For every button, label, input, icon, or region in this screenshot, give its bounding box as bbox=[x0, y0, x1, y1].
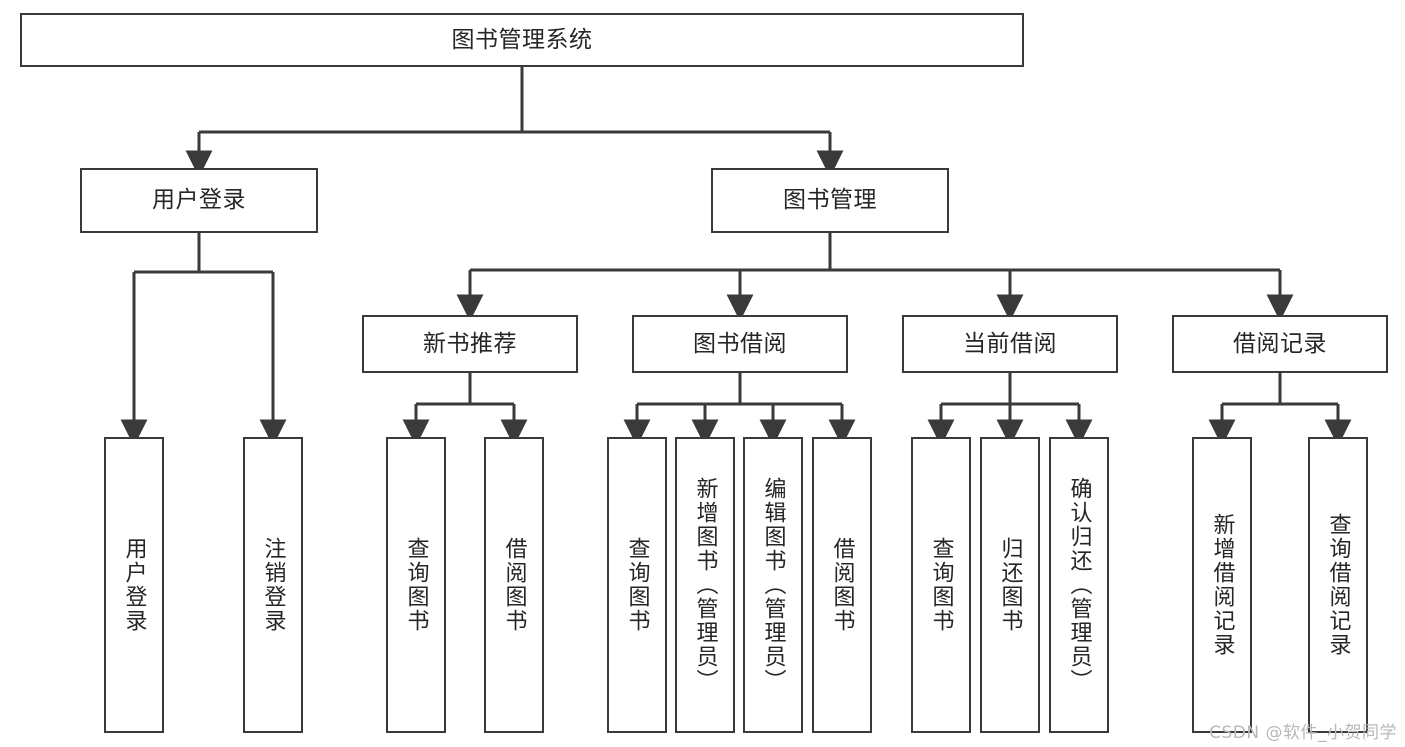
node-label: 新增图书（管理员） bbox=[692, 477, 718, 693]
node-label: 用户登录 bbox=[121, 537, 147, 633]
node-new-book-recommend[interactable]: 新书推荐 bbox=[362, 315, 578, 373]
node-label: 确认归还（管理员） bbox=[1066, 477, 1092, 693]
node-book-management[interactable]: 图书管理 bbox=[711, 168, 949, 233]
node-label: 查询借阅记录 bbox=[1325, 513, 1351, 657]
node-label: 借阅图书 bbox=[501, 537, 527, 633]
node-label: 图书管理 bbox=[783, 187, 877, 214]
leaf-borrow-edit-book-admin[interactable]: 编辑图书（管理员） bbox=[743, 437, 803, 733]
node-label: 图书借阅 bbox=[693, 330, 787, 357]
leaf-new-book-query[interactable]: 查询图书 bbox=[386, 437, 446, 733]
leaf-new-book-borrow[interactable]: 借阅图书 bbox=[484, 437, 544, 733]
node-label: 查询图书 bbox=[928, 537, 954, 633]
leaf-current-query-book[interactable]: 查询图书 bbox=[911, 437, 971, 733]
node-current-borrow[interactable]: 当前借阅 bbox=[902, 315, 1118, 373]
node-label: 归还图书 bbox=[997, 537, 1023, 633]
node-label: 用户登录 bbox=[152, 187, 246, 214]
node-label: 借阅图书 bbox=[829, 537, 855, 633]
node-label: 新增借阅记录 bbox=[1209, 513, 1235, 657]
node-label: 注销登录 bbox=[260, 537, 286, 633]
node-label: 图书管理系统 bbox=[451, 26, 593, 53]
csdn-watermark: CSDN @软件_小贺同学 bbox=[1209, 723, 1397, 743]
node-label: 编辑图书（管理员） bbox=[760, 477, 786, 693]
node-user-login[interactable]: 用户登录 bbox=[80, 168, 318, 233]
node-label: 查询图书 bbox=[403, 537, 429, 633]
leaf-current-confirm-return-admin[interactable]: 确认归还（管理员） bbox=[1049, 437, 1109, 733]
leaf-borrow-borrow-book[interactable]: 借阅图书 bbox=[812, 437, 872, 733]
node-book-borrow[interactable]: 图书借阅 bbox=[632, 315, 848, 373]
node-borrow-records[interactable]: 借阅记录 bbox=[1172, 315, 1388, 373]
node-label: 新书推荐 bbox=[423, 330, 517, 357]
leaf-current-return-book[interactable]: 归还图书 bbox=[980, 437, 1040, 733]
leaf-borrow-query-book[interactable]: 查询图书 bbox=[607, 437, 667, 733]
node-label: 借阅记录 bbox=[1233, 330, 1327, 357]
node-root-system[interactable]: 图书管理系统 bbox=[20, 13, 1024, 67]
leaf-records-query-record[interactable]: 查询借阅记录 bbox=[1308, 437, 1368, 733]
leaf-records-add-record[interactable]: 新增借阅记录 bbox=[1192, 437, 1252, 733]
node-label: 查询图书 bbox=[624, 537, 650, 633]
leaf-borrow-add-book-admin[interactable]: 新增图书（管理员） bbox=[675, 437, 735, 733]
leaf-user-login-signin[interactable]: 用户登录 bbox=[104, 437, 164, 733]
leaf-user-login-signout[interactable]: 注销登录 bbox=[243, 437, 303, 733]
node-label: 当前借阅 bbox=[963, 330, 1057, 357]
